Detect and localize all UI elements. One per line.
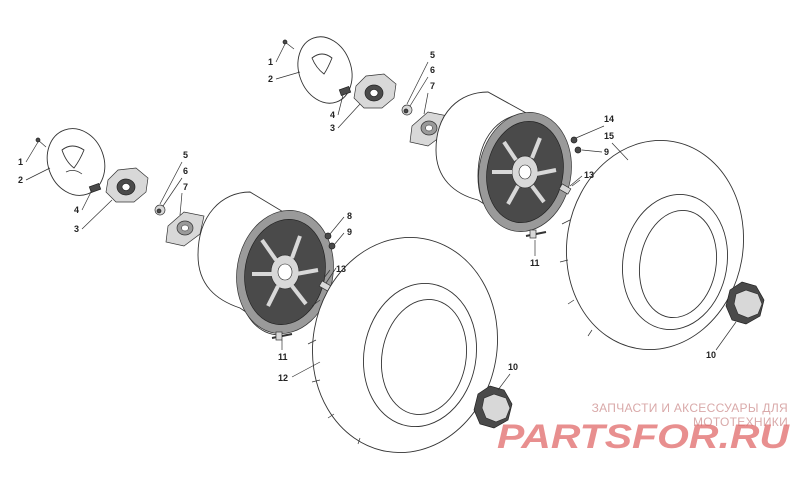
- callouts-right: 1 2 4 3 5 6 7 14 15 9 13 11 10: [268, 43, 737, 360]
- left-wheel-assembly: [35, 128, 513, 454]
- callout-4-left: 4: [74, 205, 79, 215]
- callout-14-right: 14: [604, 114, 614, 124]
- callout-11-left: 11: [278, 352, 288, 362]
- callouts-left: 1 2 4 3 5 6 7 8 9 13 11 12 10: [18, 141, 518, 391]
- right-wheel-assembly: [282, 36, 765, 350]
- callout-12-left: 12: [278, 373, 288, 383]
- callout-1-right: 1: [268, 57, 273, 67]
- callout-5-right: 5: [430, 50, 435, 60]
- hub-right: [353, 73, 397, 109]
- callout-7-right: 7: [430, 81, 435, 91]
- callout-3-right: 3: [330, 123, 335, 133]
- tire-right: [559, 140, 745, 350]
- nut-left: [156, 208, 162, 214]
- callout-7-left: 7: [183, 182, 188, 192]
- callout-10-right: 10: [706, 350, 716, 360]
- tire-left: [307, 236, 498, 454]
- callout-13-right: 13: [584, 170, 594, 180]
- bolt-right-4: [338, 86, 352, 96]
- valve-stem-left: [271, 331, 293, 341]
- callout-8-left: 8: [347, 211, 352, 221]
- callout-11-right: 11: [530, 258, 540, 268]
- lug-nut-right-14: [570, 136, 578, 144]
- valve-stem-right: [525, 229, 547, 239]
- center-cap-left: [473, 385, 513, 429]
- brake-disc-right: [297, 36, 353, 104]
- callout-9-left: 9: [347, 227, 352, 237]
- callout-10-left: 10: [508, 362, 518, 372]
- lug-nut-right-9: [574, 146, 582, 154]
- carrier-left: [165, 211, 205, 247]
- callout-1-left: 1: [18, 157, 23, 167]
- bolt-right-1: [282, 39, 295, 50]
- rim-right: [435, 91, 572, 232]
- callout-4-right: 4: [330, 110, 335, 120]
- callout-15-right: 15: [604, 131, 614, 141]
- valve-right: [558, 183, 572, 195]
- callout-6-right: 6: [430, 65, 435, 75]
- center-cap-right: [725, 281, 765, 325]
- lug-nut-left-8: [324, 232, 332, 240]
- callout-2-left: 2: [18, 175, 23, 185]
- callout-9-right: 9: [604, 147, 609, 157]
- callout-3-left: 3: [74, 224, 79, 234]
- callout-6-left: 6: [183, 166, 188, 176]
- callout-2-right: 2: [268, 74, 273, 84]
- callout-13-left: 13: [336, 264, 346, 274]
- lug-nut-left-9: [328, 242, 336, 250]
- watermark-subtitle: ЗАПЧАСТИ И АКСЕССУАРЫ ДЛЯ МОТОТЕХНИКИ: [591, 401, 788, 429]
- brake-disc-left: [46, 128, 106, 196]
- callout-5-left: 5: [183, 150, 188, 160]
- nut-right: [403, 108, 409, 114]
- rim-left: [197, 191, 334, 336]
- hub-left: [105, 167, 149, 203]
